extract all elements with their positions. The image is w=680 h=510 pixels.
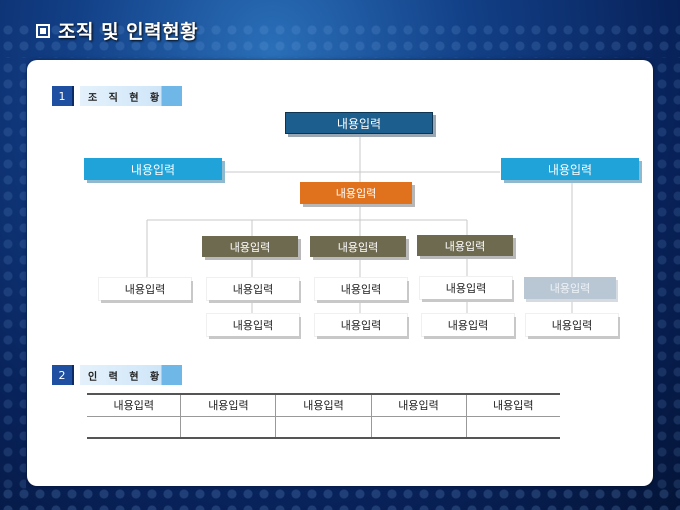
org-box-team: 내용입력 xyxy=(202,236,298,257)
table-header-cell: 내용입력 xyxy=(180,393,276,417)
org-box-staff: 내용입력 xyxy=(420,277,512,299)
section-header-org: 1 조 직 현 황 xyxy=(52,86,182,106)
white-square-icon xyxy=(36,23,50,38)
decorative-dots-bottom xyxy=(0,486,680,510)
table-cell xyxy=(275,416,371,439)
org-box-team: 내용입력 xyxy=(417,235,513,256)
section-number: 1 xyxy=(52,86,74,106)
table-cell xyxy=(180,416,276,439)
org-box-team: 내용입력 xyxy=(310,236,406,257)
org-box-staff: 내용입력 xyxy=(207,278,299,300)
table-header-cell: 내용입력 xyxy=(370,393,467,417)
org-box-right: 내용입력 xyxy=(501,158,639,180)
table-cell xyxy=(370,416,467,439)
section-number: 2 xyxy=(52,365,74,385)
org-box-left: 내용입력 xyxy=(84,158,222,180)
section-header-staff: 2 인 력 현 황 xyxy=(52,365,182,385)
table-row xyxy=(87,416,560,439)
org-box-staff: 내용입력 xyxy=(99,278,191,300)
section-label: 인 력 현 황 xyxy=(80,365,182,385)
org-box-staff: 내용입력 xyxy=(422,314,514,336)
org-box-staff: 내용입력 xyxy=(315,278,407,300)
table-cell xyxy=(87,416,181,439)
table-cell xyxy=(465,416,560,439)
decorative-dots-top xyxy=(0,22,680,58)
org-box-center: 내용입력 xyxy=(300,182,412,204)
section-label: 조 직 현 황 xyxy=(80,86,182,106)
org-box-staff-disabled: 내용입력 xyxy=(524,277,616,299)
staff-table: 내용입력 내용입력 내용입력 내용입력 내용입력 xyxy=(87,393,560,439)
org-box-staff: 내용입력 xyxy=(207,314,299,336)
table-header-row: 내용입력 내용입력 내용입력 내용입력 내용입력 xyxy=(87,393,560,417)
org-box-staff: 내용입력 xyxy=(526,314,618,336)
org-box-staff: 내용입력 xyxy=(315,314,407,336)
table-header-cell: 내용입력 xyxy=(275,393,371,417)
table-header-cell: 내용입력 xyxy=(87,393,181,417)
slide-title-text: 조직 및 인력현황 xyxy=(58,21,199,43)
decorative-dots-right xyxy=(654,60,680,490)
table-header-cell: 내용입력 xyxy=(465,393,560,417)
decorative-dots-left xyxy=(0,60,26,490)
org-box-top: 내용입력 xyxy=(285,112,433,134)
slide-title: 조직 및 인력현황 xyxy=(36,17,198,44)
